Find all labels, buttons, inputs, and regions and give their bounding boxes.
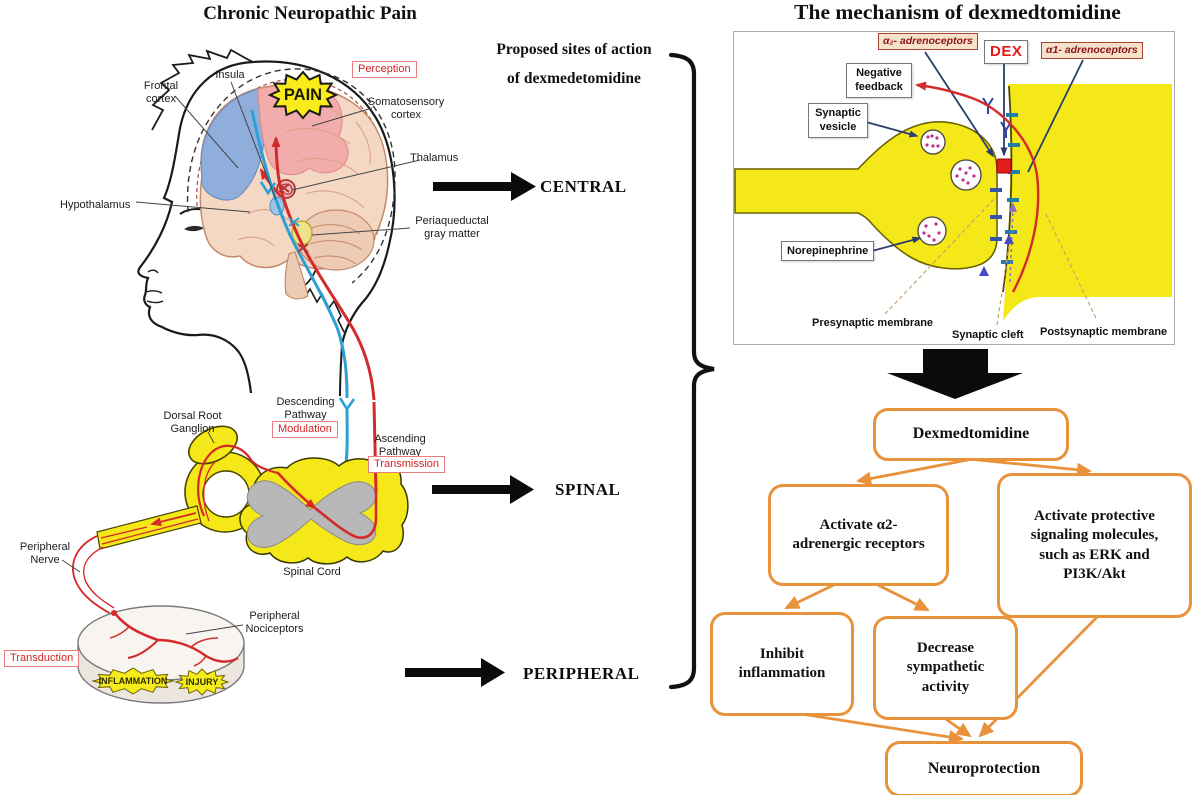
- synaptic-vesicles: [917, 129, 982, 246]
- flow-activate-protective: Activate protective signaling molecules,…: [997, 473, 1192, 618]
- eye: [184, 225, 204, 232]
- spinal-cord-label: Spinal Cord: [283, 566, 341, 578]
- flow-inhibit-inflammation: Inhibit inflammation: [710, 612, 854, 716]
- pain-label: PAIN: [283, 86, 323, 104]
- peripheral-illustration: [72, 535, 245, 704]
- nociceptor-branches: [109, 610, 239, 667]
- presynaptic-membrane-label: Presynaptic membrane: [812, 317, 934, 329]
- peripheral-nociceptors-label: Peripheral Nociceptors: [245, 610, 304, 635]
- nerve-band: [96, 505, 202, 550]
- left-panel-title: Chronic Neuropathic Pain: [203, 3, 417, 24]
- central-arrow: [433, 172, 536, 201]
- hairline-zigzag: [151, 48, 254, 131]
- dorsal-root-ganglion-bulge: [188, 425, 238, 465]
- peripheral-nerve-line: [72, 535, 112, 615]
- flow-decrease-sympathetic: Decrease sympathetic activity: [873, 616, 1018, 720]
- frontal-cortex-label: Frontal cortex: [143, 80, 179, 105]
- nose-lips: [145, 269, 164, 304]
- modulation-badge: Modulation: [272, 421, 338, 439]
- label-pointer-lines: [865, 51, 1084, 252]
- membrane-receptors: [990, 113, 1020, 264]
- synapse-panel-frame: [733, 31, 1175, 345]
- ascending-pathway-label: Ascending Pathway: [374, 433, 426, 458]
- proposed-sites-caption: Proposed sites of action of dexmedetomid…: [496, 41, 652, 87]
- dex-binding-site: [996, 158, 1012, 174]
- mechanism-down-arrow: [887, 349, 1023, 399]
- postsynaptic-membrane-label: Postsynaptic membrane: [1040, 326, 1168, 338]
- postsynaptic-membrane-line: [1002, 85, 1013, 293]
- right-panel-title: The mechanism of dexmedtomidine: [794, 0, 1121, 24]
- postsynaptic-region: [1003, 84, 1172, 321]
- brainstem: [284, 251, 309, 300]
- injury-label: INJURY: [185, 677, 219, 687]
- central-level-label: CENTRAL: [540, 177, 627, 196]
- transmission-badge: Transmission: [368, 456, 445, 474]
- pain-starburst: [267, 70, 339, 120]
- synapse-illustration: [734, 51, 1172, 326]
- grouping-brace: [668, 52, 715, 690]
- receptor-glyphs: [982, 97, 1012, 138]
- flow-activate-a2: Activate α2- adrenergic receptors: [768, 484, 949, 586]
- somatosensory-cortex-label: Somatosensory cortex: [367, 96, 445, 121]
- descending-pathway-line: [250, 109, 349, 399]
- brain: [199, 83, 389, 300]
- dex-label: DEX: [984, 40, 1029, 64]
- dashed-leaders: [884, 196, 1097, 326]
- flow-dexmedtomidine: Dexmedtomidine: [873, 408, 1069, 461]
- inflammation-label: INFLAMMATION: [98, 676, 168, 686]
- flow-neuroprotection: Neuroprotection: [885, 741, 1083, 795]
- perception-badge: Perception: [352, 61, 417, 79]
- injury-starburst: [174, 668, 230, 696]
- leader-lines: [61, 81, 421, 635]
- synaptic-cleft-label: Synaptic cleft: [952, 329, 1024, 341]
- inflammation-starburst: [91, 667, 175, 695]
- head-illustration: [137, 48, 396, 483]
- alpha2-adrenoceptors-label: α₂- adrenoceptors: [878, 33, 978, 50]
- peripheral-level-label: PERIPHERAL: [523, 664, 640, 683]
- negative-feedback-arrow: [915, 81, 1040, 293]
- synaptic-vesicle-label: Synaptic vesicle: [808, 103, 868, 138]
- dorsal-root-ganglion-label: Dorsal Root Ganglion: [163, 410, 222, 435]
- hypothalamus-label: Hypothalamus: [60, 199, 131, 211]
- skull-outline: [252, 60, 396, 345]
- alpha1-adrenoceptors-label: α1- adrenoceptors: [1041, 42, 1143, 59]
- periaqueductal-label: Periaqueductal gray matter: [415, 215, 489, 240]
- transduction-badge: Transduction: [4, 650, 80, 668]
- descending-pathway-label: Descending Pathway: [276, 396, 335, 421]
- spinal-arrow: [432, 475, 534, 504]
- skin-disc-top: [77, 605, 245, 681]
- spinal-level-label: SPINAL: [555, 480, 621, 499]
- dashed-skull-arc: [186, 68, 396, 284]
- negative-feedback-label: Negative feedback: [846, 63, 912, 98]
- peripheral-arrow: [405, 658, 505, 687]
- insula-label: Insula: [215, 69, 245, 81]
- thalamus-label: Thalamus: [410, 152, 459, 164]
- norepinephrine-label: Norepinephrine: [781, 241, 875, 262]
- spinal-cord-illustration: [96, 401, 409, 565]
- peripheral-nerve-label: Peripheral Nerve: [19, 541, 71, 566]
